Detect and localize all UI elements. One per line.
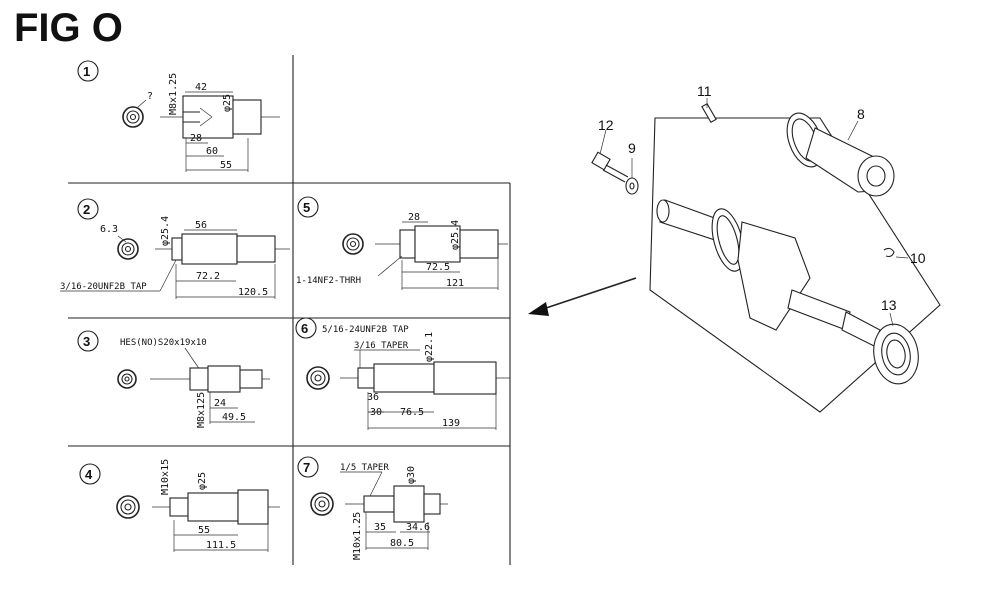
label: φ25.4 (450, 220, 461, 250)
bearing-part (873, 323, 919, 385)
label: 42 (195, 82, 207, 93)
label: 55 (198, 525, 210, 536)
panel-2: 2 6.3 φ25.4 56 3/16-20UNF2B TAP 72.2 120… (60, 198, 290, 299)
label: 60 (206, 146, 218, 157)
variant-number-circle (77, 60, 99, 82)
label: M10x15 (160, 459, 171, 495)
label: 49.5 (222, 412, 246, 423)
variant-number-circle (77, 198, 99, 220)
label: 56 (195, 220, 207, 231)
panel-1: 1 ? 42 M8x1.25 φ25 28 60 55 (77, 60, 280, 172)
label: 30 (370, 407, 382, 418)
label: 1-14NF2-THRH (296, 276, 361, 286)
variant-number-circle (77, 330, 99, 352)
variant-number-circle (297, 196, 319, 218)
label: M8x1.25 (168, 73, 179, 115)
panel-4: 4 M10x15 φ25 55 111.5 (79, 459, 280, 552)
label: φ22.1 (424, 332, 435, 362)
label: 24 (214, 398, 226, 409)
label: 3/16-20UNF2B TAP (60, 282, 147, 292)
label: 34.6 (406, 522, 430, 533)
label: M10x1.25 (352, 512, 363, 560)
callout-10: 10 (910, 250, 926, 266)
label: 28 (408, 212, 420, 223)
label: φ25 (197, 472, 208, 490)
label: 139 (442, 418, 460, 429)
callout-8: 8 (857, 106, 865, 122)
crankshaft-part (656, 199, 881, 347)
variant-number: 2 (83, 202, 90, 217)
label: 80.5 (390, 538, 414, 549)
variant-number: 1 (83, 64, 90, 79)
label: ? (147, 91, 153, 102)
washer-part (625, 177, 639, 195)
label: 36 (367, 392, 379, 403)
variant-number: 6 (301, 321, 308, 336)
panel-grid (68, 55, 511, 565)
panel-5: 5 28 φ25.4 1-14NF2-THRH 72.5 121 (296, 196, 508, 290)
label: 76.5 (400, 407, 424, 418)
callout-11: 11 (697, 83, 712, 99)
callout-12: 12 (598, 117, 614, 133)
clip-part (883, 247, 895, 258)
figure-title: FIG O (14, 6, 123, 50)
variant-number-circle (297, 456, 319, 478)
label: 3/16 TAPER (354, 341, 409, 351)
panel-3: 3 HES(NO)S20x19x10 24 M8x125 49.5 (77, 330, 270, 428)
label: 35 (374, 522, 386, 533)
bolt-part (591, 151, 629, 183)
crankshaft-assembly: 11 12 9 8 10 13 (591, 83, 941, 413)
variant-number-circle (79, 463, 101, 485)
label: 121 (446, 278, 464, 289)
label: HES(NO)S20x19x10 (120, 338, 207, 348)
label: φ25 (222, 94, 233, 112)
callout-13: 13 (881, 297, 897, 313)
label: 72.5 (426, 262, 450, 273)
label: 1/5 TAPER (340, 463, 389, 473)
label: 55 (220, 160, 232, 171)
variant-number: 4 (85, 467, 93, 482)
label: 6.3 (100, 224, 118, 235)
label: 28 (190, 133, 202, 144)
label: 120.5 (238, 287, 268, 298)
balancer-gear-part (786, 112, 895, 197)
label: φ25.4 (160, 216, 171, 246)
key-part (701, 102, 717, 124)
pointer-arrow (528, 277, 637, 316)
variant-number: 7 (303, 460, 310, 475)
panel-6: 6 5/16-24UNF2B TAP 3/16 TAPER φ22.1 36 3… (295, 317, 510, 430)
label: 111.5 (206, 540, 236, 551)
label: 72.2 (196, 271, 220, 282)
panel-7: 7 1/5 TAPER φ30 35 34.6 M10x1.25 80.5 (297, 456, 448, 560)
callout-9: 9 (628, 140, 636, 156)
variant-number: 3 (83, 334, 90, 349)
label: M8x125 (196, 392, 207, 428)
label: φ30 (406, 466, 417, 484)
label: 5/16-24UNF2B TAP (322, 325, 409, 335)
variant-number-circle (295, 317, 317, 339)
variant-number: 5 (303, 200, 310, 215)
